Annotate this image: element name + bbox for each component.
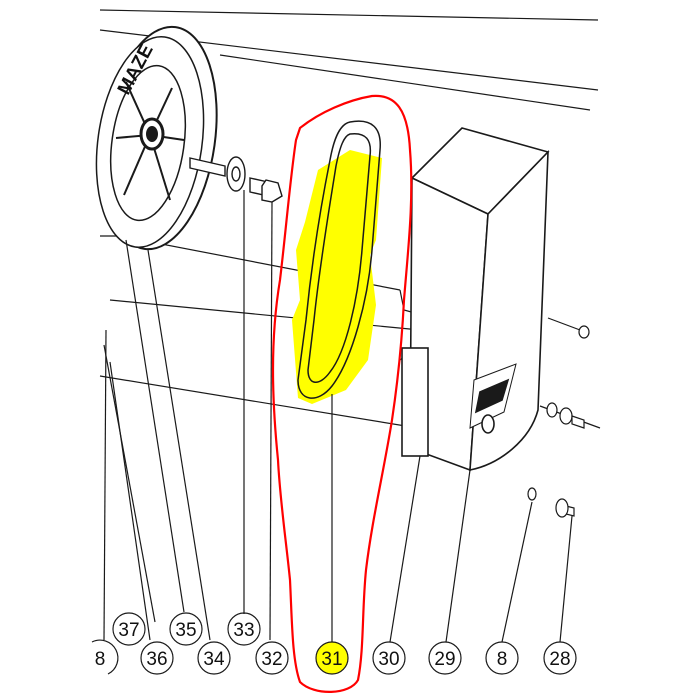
belt bbox=[297, 120, 381, 399]
belt-outer bbox=[297, 120, 381, 399]
callout-8: 8 bbox=[497, 649, 508, 670]
callout-31: 31 bbox=[321, 649, 342, 670]
callout-bubble-37 bbox=[112, 612, 146, 646]
callout-bubble-34 bbox=[197, 641, 231, 675]
leader-28 bbox=[559, 515, 573, 643]
callout-35: 35 bbox=[175, 620, 196, 641]
callout-bubble-8 bbox=[485, 641, 519, 675]
callouts bbox=[91, 612, 577, 675]
wheel: MAZE bbox=[95, 25, 218, 251]
callout-31-highlight bbox=[316, 642, 348, 674]
callout-bubble-partial-8 bbox=[91, 639, 119, 675]
gearbox-housing bbox=[401, 127, 550, 472]
leader-29 bbox=[445, 469, 471, 643]
callout-bubble-30 bbox=[372, 641, 406, 675]
axle-assembly bbox=[189, 156, 283, 203]
right-hardware bbox=[527, 317, 601, 518]
wheel-rim bbox=[109, 64, 187, 222]
belt-highlight bbox=[292, 150, 382, 404]
washer-2 bbox=[546, 402, 558, 418]
leader-34 bbox=[147, 249, 211, 641]
belt-inner bbox=[307, 132, 372, 383]
plate-bottom-edge bbox=[99, 375, 431, 431]
callout-bubble-29 bbox=[428, 641, 462, 675]
plate-top-edge-1 bbox=[99, 9, 599, 21]
callout-34: 34 bbox=[203, 649, 225, 670]
screw-2 bbox=[571, 415, 585, 429]
callout-29: 29 bbox=[434, 649, 455, 670]
housing-knob bbox=[481, 414, 495, 434]
leader-lines bbox=[103, 190, 573, 643]
leader-32 bbox=[269, 201, 273, 641]
callout-28: 28 bbox=[549, 649, 570, 670]
leader-35 bbox=[125, 239, 185, 613]
housing-label-mark bbox=[474, 378, 510, 414]
callout-bubble-35 bbox=[169, 612, 203, 646]
red-annotation-outline bbox=[271, 94, 413, 693]
callout-labels: 37 36 35 34 33 32 31 30 29 8 28 bbox=[118, 620, 570, 670]
belt-highlight-fill bbox=[292, 150, 382, 404]
plate-inner-line bbox=[219, 54, 591, 111]
screw-28-head bbox=[555, 498, 569, 518]
callout-partial-8: 8 bbox=[95, 649, 106, 670]
callout-bubble-36 bbox=[140, 641, 174, 675]
bolt-head bbox=[261, 179, 283, 203]
callout-bubble-32 bbox=[255, 641, 289, 675]
leader-38 bbox=[103, 329, 107, 641]
washer-1 bbox=[578, 325, 590, 339]
nut-2 bbox=[559, 407, 573, 425]
callout-36: 36 bbox=[146, 649, 167, 670]
leader-30 bbox=[389, 455, 421, 643]
callout-30: 30 bbox=[378, 649, 399, 670]
leader-37 bbox=[103, 344, 156, 623]
screw-axis-1 bbox=[547, 317, 581, 331]
callout-33: 33 bbox=[233, 620, 254, 641]
washer-inner bbox=[231, 166, 241, 182]
callout-bubble-31 bbox=[315, 641, 349, 675]
washer-8 bbox=[527, 487, 537, 501]
wheel-bearing bbox=[146, 126, 158, 142]
housing-bracket bbox=[401, 347, 429, 457]
callout-bubble-33 bbox=[227, 612, 261, 646]
leader-8 bbox=[501, 501, 533, 643]
axle-shaft bbox=[189, 157, 226, 177]
callout-bubble-28 bbox=[543, 641, 577, 675]
callout-37: 37 bbox=[118, 620, 139, 641]
callout-32: 32 bbox=[261, 649, 282, 670]
leader-36 bbox=[109, 361, 151, 641]
